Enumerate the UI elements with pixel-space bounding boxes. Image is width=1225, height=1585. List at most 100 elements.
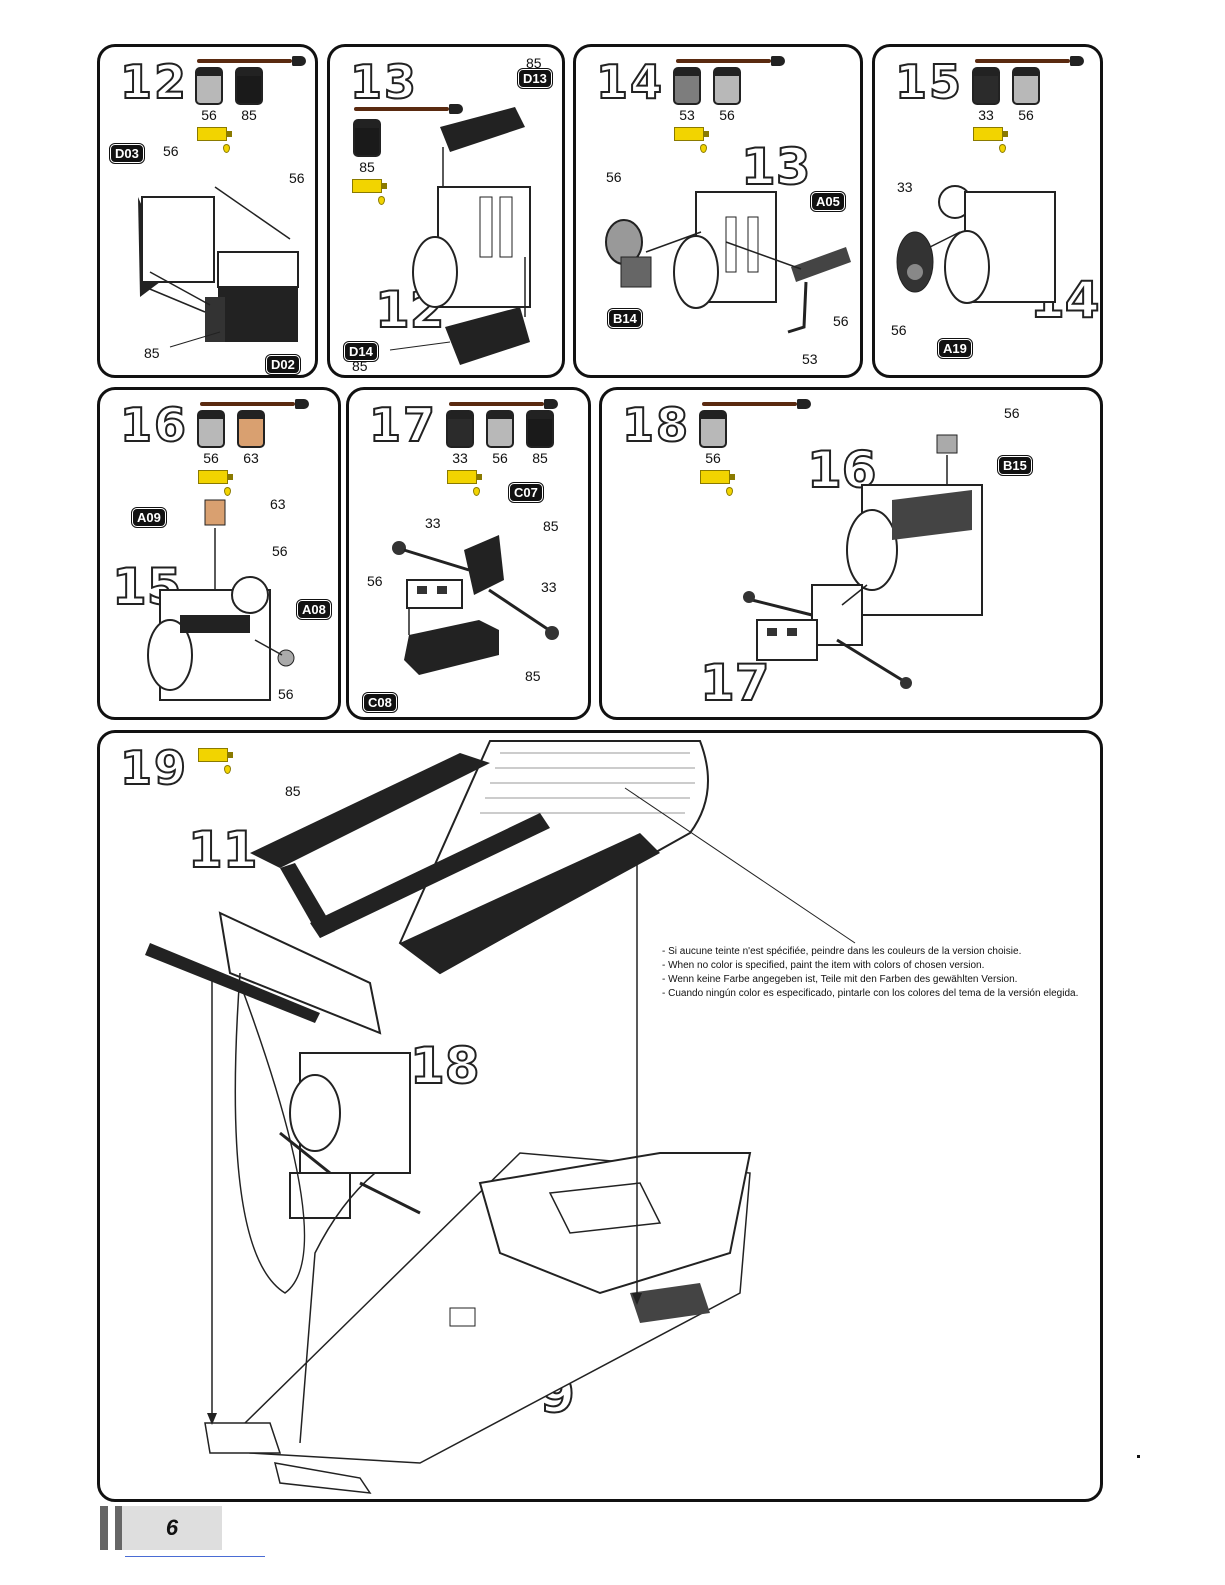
engine-assembly-drawing xyxy=(605,191,851,334)
note-line-es: - Cuando ningún color es especificado, p… xyxy=(662,988,1079,999)
step-14-panel: 14 53 56 13 56 A05 B14 56 53 xyxy=(573,44,863,378)
paint-code: 33 xyxy=(978,107,994,123)
part-tag: B15 xyxy=(997,455,1033,476)
paint-pot: 56 xyxy=(1011,67,1041,123)
paint-code: 85 xyxy=(359,159,375,175)
paint-callout: 56 xyxy=(891,322,907,338)
paint-callout: 85 xyxy=(526,55,542,71)
paint-callout: 33 xyxy=(425,515,441,531)
paint-list: 56 63 xyxy=(196,410,266,466)
brush-icon xyxy=(449,399,558,409)
chassis-assembly-drawing xyxy=(145,740,856,1494)
paint-pot-icon xyxy=(235,67,263,105)
brush-icon xyxy=(676,56,785,66)
paint-pot-icon xyxy=(699,410,727,448)
glue-icon xyxy=(197,127,232,153)
step-number: 17 xyxy=(368,398,438,452)
paint-callout: 56 xyxy=(278,686,294,702)
glue-icon xyxy=(700,470,735,496)
engine-assembly-drawing xyxy=(743,434,983,689)
paint-pot-icon xyxy=(446,410,474,448)
part-tag: A19 xyxy=(937,338,973,359)
note-line-de: - Wenn keine Farbe angegeben ist, Teile … xyxy=(662,974,1018,985)
paint-pot: 56 xyxy=(196,410,226,466)
step-19-panel: 19 85 11 18 9 - Si aucune teinte n'est s… xyxy=(97,730,1103,1502)
glue-icon xyxy=(674,127,709,153)
paint-code: 56 xyxy=(201,107,217,123)
step-number: 16 xyxy=(119,398,189,452)
paint-callout: 85 xyxy=(525,668,541,684)
stray-dot xyxy=(1137,1455,1140,1458)
step-number: 13 xyxy=(349,55,419,109)
footer-bar xyxy=(115,1506,123,1550)
paint-code: 85 xyxy=(532,450,548,466)
paint-list: 33 56 85 xyxy=(445,410,555,466)
paint-pot: 56 xyxy=(712,67,742,123)
note-line-fr: - Si aucune teinte n'est spécifiée, pein… xyxy=(662,946,1022,957)
paint-pot-icon xyxy=(713,67,741,105)
paint-pot: 53 xyxy=(672,67,702,123)
step-17-panel: 17 33 56 85 C07 33 85 56 33 85 C08 xyxy=(346,387,591,720)
paint-callout: 56 xyxy=(1004,405,1020,421)
glue-icon xyxy=(973,127,1008,153)
step-number: 18 xyxy=(621,398,691,452)
paint-pot-icon xyxy=(353,119,381,157)
glue-icon xyxy=(352,179,387,205)
step-number: 19 xyxy=(119,741,189,795)
step-reference: 13 xyxy=(740,138,812,196)
part-tag: D13 xyxy=(517,68,553,89)
brush-icon xyxy=(354,104,463,114)
part-tag: C08 xyxy=(362,692,398,713)
paint-code: 63 xyxy=(243,450,259,466)
engine-block-drawing xyxy=(138,186,299,348)
bottom-rule xyxy=(125,1556,265,1557)
paint-pot-icon xyxy=(237,410,265,448)
paint-code: 33 xyxy=(452,450,468,466)
paint-pot-icon xyxy=(673,67,701,105)
paint-code: 56 xyxy=(492,450,508,466)
paint-callout: 56 xyxy=(606,169,622,185)
glue-icon xyxy=(198,748,233,774)
paint-pot: 85 xyxy=(234,67,264,123)
paint-list: 56 xyxy=(698,410,728,466)
page-number: 6 xyxy=(122,1506,222,1550)
paint-pot: 63 xyxy=(236,410,266,466)
step-reference: 17 xyxy=(699,654,771,712)
part-tag: B14 xyxy=(607,308,643,329)
step-number: 12 xyxy=(119,55,189,109)
paint-callout: 56 xyxy=(289,170,305,186)
color-note: - Si aucune teinte n'est spécifiée, pein… xyxy=(662,945,1100,1001)
paint-code: 56 xyxy=(1018,107,1034,123)
paint-pot-icon xyxy=(1012,67,1040,105)
paint-pot: 33 xyxy=(445,410,475,466)
paint-callout: 85 xyxy=(285,783,301,799)
paint-pot: 85 xyxy=(525,410,555,466)
note-line-en: - When no color is specified, paint the … xyxy=(662,960,985,971)
paint-pot-icon xyxy=(197,410,225,448)
paint-callout: 85 xyxy=(144,345,160,361)
paint-pot: 33 xyxy=(971,67,1001,123)
step-12-panel: 12 56 85 D03 56 56 85 D02 xyxy=(97,44,318,378)
step-13-panel: 13 85 D13 85 12 D14 85 xyxy=(327,44,565,378)
paint-callout: 53 xyxy=(802,351,818,367)
paint-callout: 63 xyxy=(270,496,286,512)
brush-icon xyxy=(200,399,309,409)
part-tag: C07 xyxy=(508,482,544,503)
paint-callout: 56 xyxy=(833,313,849,329)
paint-pot-icon xyxy=(526,410,554,448)
paint-code: 56 xyxy=(203,450,219,466)
paint-code: 56 xyxy=(705,450,721,466)
glue-icon xyxy=(198,470,233,496)
engine-assembly-drawing xyxy=(389,107,531,365)
glue-icon xyxy=(447,470,482,496)
paint-pot: 56 xyxy=(485,410,515,466)
paint-pot-icon xyxy=(195,67,223,105)
paint-callout: 85 xyxy=(543,518,559,534)
step-16-panel: 16 56 63 A09 63 56 15 A08 56 xyxy=(97,387,341,720)
part-tag: D14 xyxy=(343,341,379,362)
part-tag: D03 xyxy=(109,143,145,164)
step-15-panel: 15 33 56 33 14 56 A19 xyxy=(872,44,1103,378)
step-reference: 11 xyxy=(187,821,259,879)
brush-icon xyxy=(702,399,811,409)
paint-pot: 56 xyxy=(698,410,728,466)
